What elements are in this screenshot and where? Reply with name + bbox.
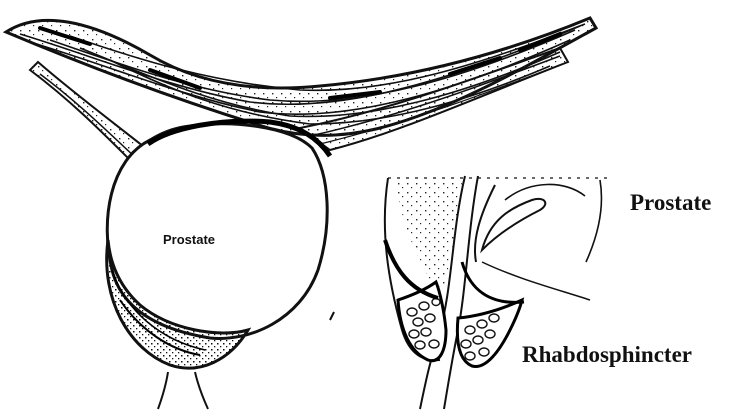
rhabdosphincter-label: Rhabdosphincter [522, 342, 692, 368]
inset-section [385, 176, 610, 409]
prostate-label-inset: Prostate [630, 190, 711, 216]
stray-mark [330, 312, 334, 320]
prostate-label-main: Prostate [163, 232, 215, 247]
prostate-main [107, 121, 330, 409]
